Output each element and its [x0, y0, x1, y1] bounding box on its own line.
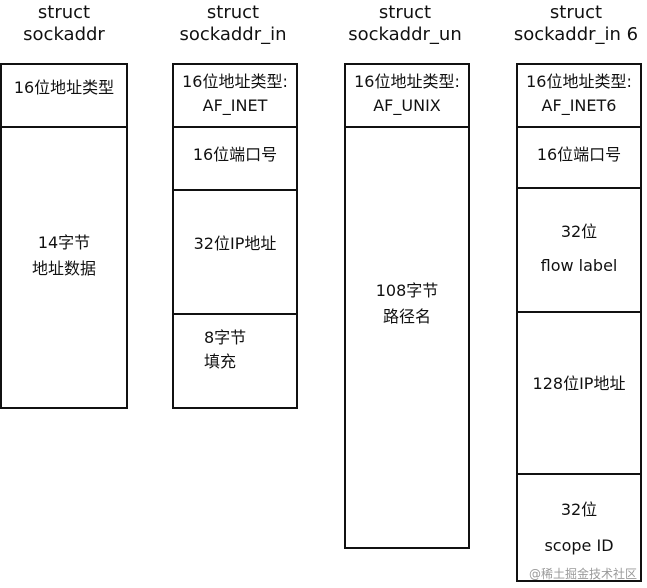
title-line2: sockaddr_un — [348, 24, 462, 45]
title-line1: struct — [206, 2, 260, 23]
field-port: 16位端口号 — [174, 128, 296, 191]
title-sockaddr-in: struct sockaddr_in — [168, 2, 298, 46]
field-path-name: 108字节 路径名 — [346, 128, 468, 547]
title-line2: sockaddr_in — [179, 24, 287, 45]
field-text: AF_INET — [202, 96, 268, 115]
field-port: 16位端口号 — [518, 128, 640, 189]
field-text: 8字节 — [204, 328, 247, 347]
field-text: 地址数据 — [31, 259, 96, 278]
field-text: flow label — [540, 256, 618, 275]
field-flow-label: 32位 flow label — [518, 189, 640, 313]
field-text: 108字节 — [375, 281, 439, 300]
struct-box-sockaddr-in: 16位地址类型: AF_INET 16位端口号 32位IP地址 8字节 填充 — [172, 63, 298, 409]
field-text: 16位地址类型 — [13, 78, 115, 97]
field-text: 32位 — [560, 500, 598, 519]
field-text: 32位 — [560, 222, 598, 241]
field-padding: 8字节 填充 — [174, 315, 296, 407]
field-text: 16位端口号 — [192, 145, 278, 164]
field-text: AF_UNIX — [373, 96, 441, 115]
field-text: AF_INET6 — [541, 96, 617, 115]
title-line1: struct — [378, 2, 432, 23]
title-sockaddr-in6: struct sockaddr_in 6 — [510, 2, 642, 46]
field-scope-id: 32位 scope ID — [518, 475, 640, 580]
field-address-type: 16位地址类型: AF_UNIX — [346, 65, 468, 128]
title-line2: sockaddr — [23, 24, 105, 45]
title-line1: struct — [549, 2, 603, 23]
field-ip-address: 128位IP地址 — [518, 313, 640, 475]
field-text: 16位地址类型: — [526, 72, 632, 91]
watermark: @稀土掘金技术社区 — [528, 567, 637, 581]
struct-box-sockaddr: 16位地址类型 14字节 地址数据 — [0, 63, 128, 409]
field-text: scope ID — [544, 536, 614, 555]
field-text: 32位IP地址 — [193, 234, 277, 253]
title-line2: sockaddr_in 6 — [513, 24, 639, 45]
field-text: 16位端口号 — [536, 145, 622, 164]
field-text: 16位地址类型: — [182, 72, 288, 91]
field-text: 16位地址类型: — [354, 72, 460, 91]
field-ip-address: 32位IP地址 — [174, 191, 296, 315]
field-address-data: 14字节 地址数据 — [2, 128, 126, 407]
field-address-type: 16位地址类型: AF_INET6 — [518, 65, 640, 128]
field-text: 14字节 — [37, 233, 91, 252]
field-address-type: 16位地址类型 — [2, 65, 126, 128]
title-sockaddr: struct sockaddr — [0, 2, 128, 46]
field-text: 128位IP地址 — [532, 374, 626, 393]
field-text: 填充 — [204, 352, 237, 371]
field-text: 路径名 — [382, 307, 431, 326]
title-line1: struct — [37, 2, 91, 23]
field-address-type: 16位地址类型: AF_INET — [174, 65, 296, 128]
struct-box-sockaddr-in6: 16位地址类型: AF_INET6 16位端口号 32位 flow label … — [516, 63, 642, 582]
struct-box-sockaddr-un: 16位地址类型: AF_UNIX 108字节 路径名 — [344, 63, 470, 549]
title-sockaddr-un: struct sockaddr_un — [340, 2, 470, 46]
